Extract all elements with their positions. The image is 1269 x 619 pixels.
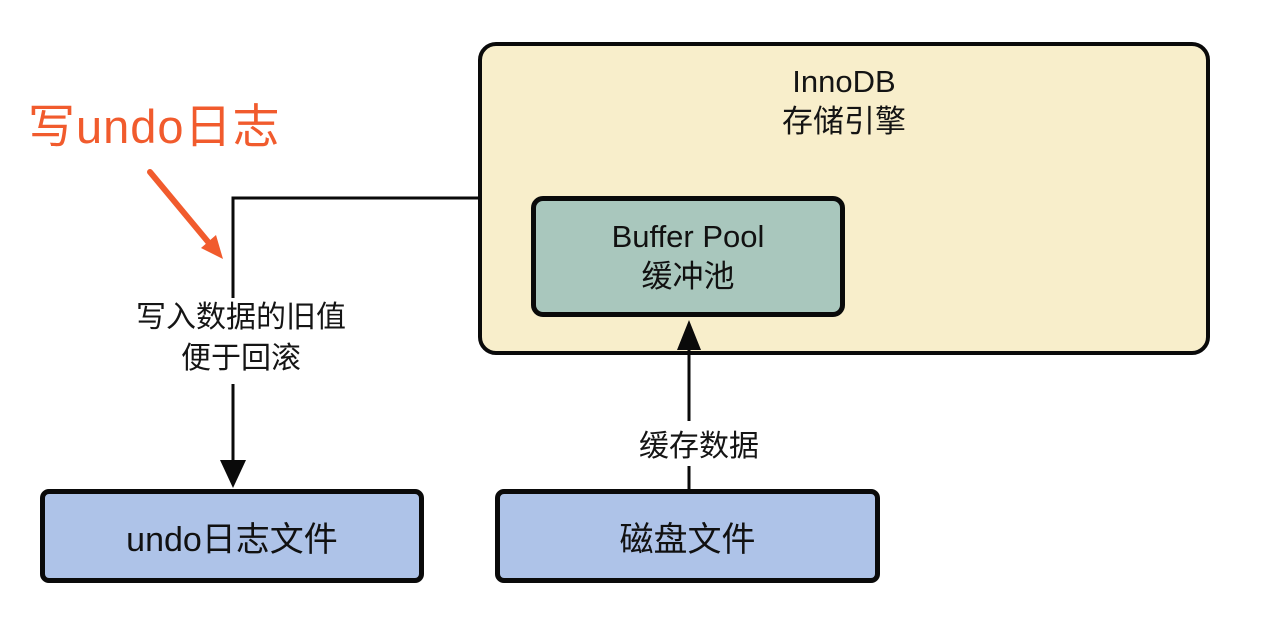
undo-log-file-label: undo日志文件 [126,520,338,559]
disk-file-label: 磁盘文件 [619,520,756,559]
undo-log-file-box: undo日志文件 [40,489,424,583]
disk-file-box: 磁盘文件 [495,489,880,583]
write-undo-log-annotation: 写undo日志 [28,100,281,153]
undo-purpose-line1: 写入数据的旧值 [136,301,346,334]
undo-purpose-annotation: 写入数据的旧值 便于回滚 [80,297,402,379]
buffer-pool-title-line2: 缓冲池 [641,258,735,294]
cache-data-annotation: 缓存数据 [639,430,759,463]
innodb-title-line2: 存储引擎 [782,104,906,139]
write-undo-arrow-line [147,169,212,246]
innodb-title: InnoDB 存储引擎 [482,62,1206,142]
innodb-title-line1: InnoDB [792,64,896,99]
buffer-pool-title-line1: Buffer Pool [611,218,765,254]
undo-connector-elbow-line [231,196,480,298]
undo-connector-arrowhead [220,460,246,488]
undo-purpose-line2: 便于回滚 [181,342,301,375]
buffer-pool-box: Buffer Pool 缓冲池 [531,196,845,317]
write-undo-arrowhead [201,235,223,259]
